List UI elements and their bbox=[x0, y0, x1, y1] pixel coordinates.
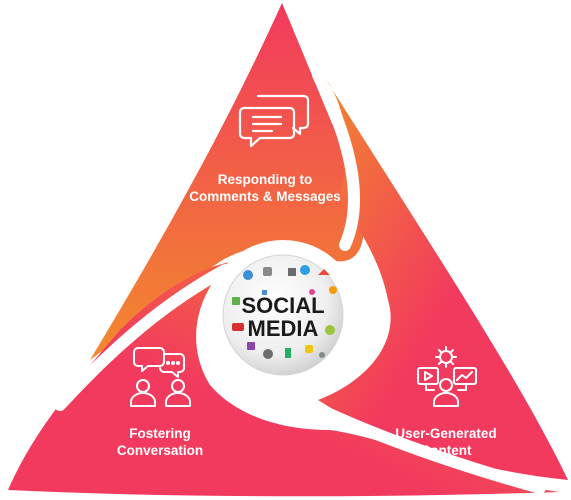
segment-top-label: Responding to Comments & Messages bbox=[160, 171, 370, 205]
segment-left-label-line1: Fostering bbox=[129, 426, 191, 441]
globe-text-line2: MEDIA bbox=[248, 316, 319, 341]
chat-bubbles-icon bbox=[238, 94, 310, 148]
people-conversation-icon bbox=[130, 347, 191, 407]
globe-text-line1: SOCIAL bbox=[241, 293, 324, 318]
swirl-divider bbox=[54, 264, 231, 411]
segment-top bbox=[90, 3, 364, 360]
segment-left-label-line2: Conversation bbox=[116, 443, 204, 458]
segment-top-label-line2: Comments & Messages bbox=[189, 189, 341, 204]
segment-right-label: User-Generated Content bbox=[376, 425, 516, 459]
segment-right-label-line1: User-Generated bbox=[395, 426, 497, 441]
social-media-globe-icon: SOCIAL MEDIA bbox=[222, 254, 344, 376]
segment-right-label-line2: Content bbox=[420, 443, 472, 458]
swirl-divider bbox=[294, 394, 546, 494]
segment-top-label-line1: Responding to bbox=[217, 172, 313, 187]
content-creator-icon bbox=[417, 346, 477, 407]
segment-left-label: Fostering Conversation bbox=[95, 425, 225, 459]
segment-right bbox=[318, 70, 568, 480]
swirl-divider bbox=[312, 69, 360, 251]
